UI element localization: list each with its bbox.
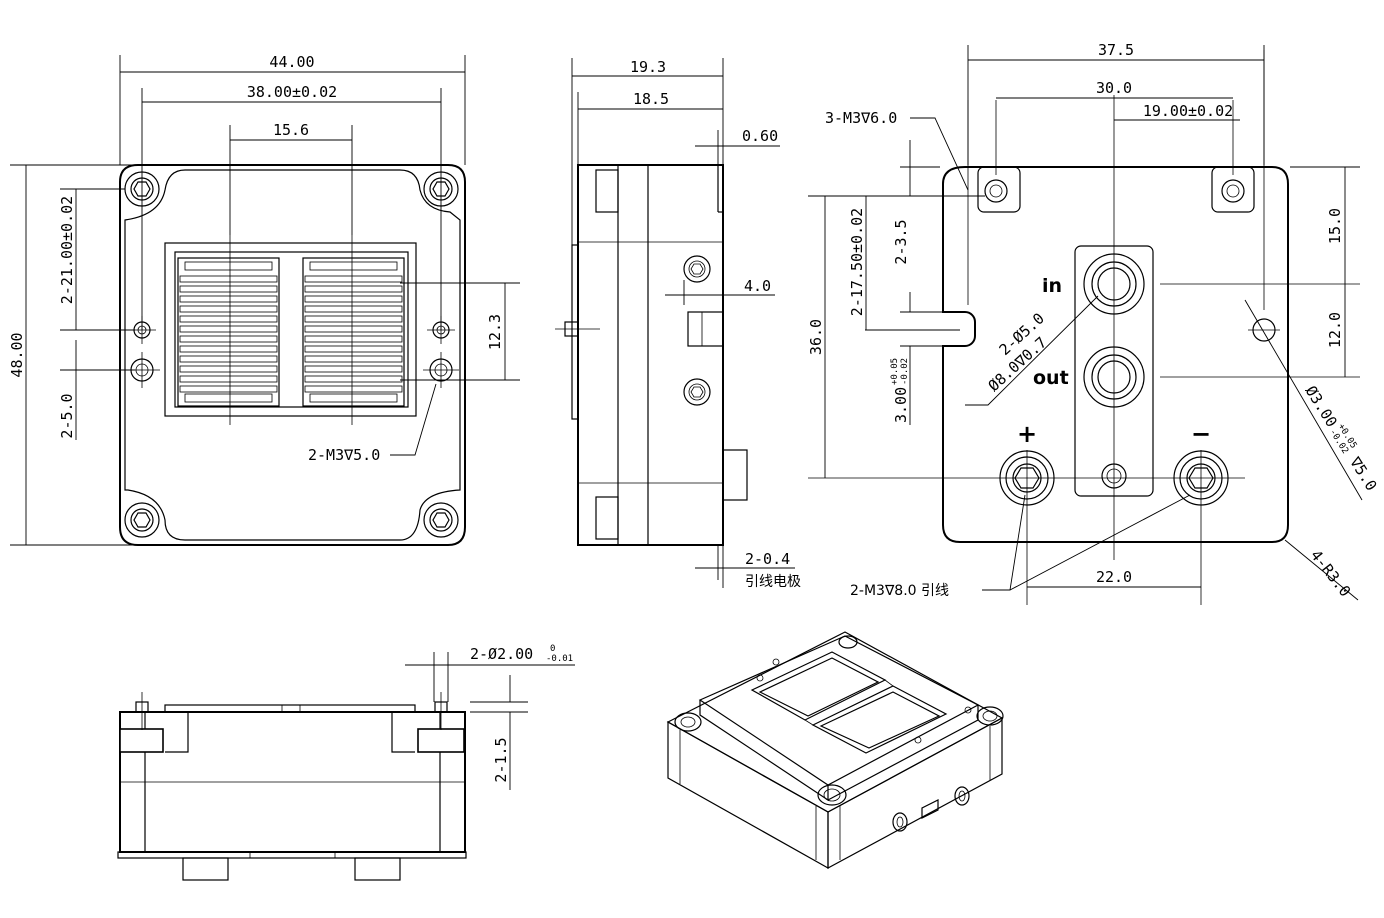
front-window-height-dim: 12.3 [486,314,504,350]
rear-top-offset-dim: 15.0 [1326,208,1344,244]
side-body-depth-dim: 18.5 [633,90,669,108]
fin-slat [304,325,403,333]
front-view: 44.00 38.00±0.02 15.6 48.00 2-21.00±0.02… [8,53,520,546]
rear-pin-dia-dim: 3.00 [892,387,910,423]
side-port-screw [683,255,711,283]
front-hole-pitch-dim: 38.00±0.02 [247,83,337,101]
iso-left-face [667,720,829,870]
front-height-dim: 48.00 [8,332,26,377]
bottom-pin-height-dim: 2-1.5 [492,737,510,782]
rear-pin-note-depth: ∇5.0 [1346,453,1381,494]
rear-corner-radius-dim: 4-R3.0 [1307,546,1355,600]
front-hole-vertical-dim: 2-21.00±0.02 [58,196,76,304]
bottom-pin-tol-lower: -0.01 [546,654,573,664]
in-label: in [1042,275,1062,297]
fin-slat [179,355,278,363]
bottom-terminal [354,857,401,881]
rear-vertical-a-dim: 2-3.5 [892,219,910,264]
out-label: out [1033,367,1069,389]
fin-slat [179,325,278,333]
rear-hole-pitch-dim: 30.0 [1096,79,1132,97]
front-corner-screw [423,502,459,538]
bottom-pin-dia-dim: 2-Ø2.00 [470,645,533,663]
fin-slat [179,305,278,313]
plus-label: + [1017,420,1037,448]
fin-slat [304,355,403,363]
fin-slat [304,385,403,393]
fin-slat [179,365,278,373]
rear-port-pitch-dim: 12.0 [1326,312,1344,348]
fin-slat [179,345,278,353]
rear-pin-tol-lower: -0.02 [900,358,910,385]
fin-slat [304,335,403,343]
bottom-pin-tol-upper: 0 [550,644,555,654]
minus-label: − [1191,420,1211,448]
front-width-dim: 44.00 [269,53,314,71]
rear-vertical-b-dim: 2-17.50±0.02 [848,208,866,316]
bottom-terminal [182,857,229,881]
isometric-view [666,631,1004,870]
rear-overall-height-dim: 36.0 [807,319,825,355]
fin-slat [304,345,403,353]
fin-slat [304,305,403,313]
front-corner-screw [124,502,160,538]
fin-slat [304,295,403,303]
side-port-offset-dim: 4.0 [744,277,771,295]
fin-slat [179,315,278,323]
rear-pin-tol-upper: +0.05 [890,358,900,385]
fin-slat [304,285,403,293]
rear-terminal-pitch-dim: 22.0 [1096,568,1132,586]
rear-port-offset-dim: 19.00±0.02 [1143,102,1233,120]
rear-width-dim: 37.5 [1098,41,1134,59]
fin-slat [304,365,403,373]
fin-slat [304,315,403,323]
bottom-pin-block [119,728,164,753]
front-window-pitch-dim: 15.6 [273,121,309,139]
rear-top-thread-note: 3-M3∇6.0 [825,109,897,127]
fin-slat [304,375,403,383]
front-thread-note: 2-M3∇5.0 [308,446,380,464]
side-view: 19.3 18.5 0.60 4.0 2-0.4 引线电极 [555,58,801,590]
fin-slat [179,295,278,303]
right-fin-group [302,257,405,407]
side-overall-depth-dim: 19.3 [630,58,666,76]
fin-slat [179,285,278,293]
side-electrode-thickness-dim: 2-0.4 [745,550,790,568]
left-fin-group [177,257,280,407]
fin-slat [179,375,278,383]
rear-mount-hole [984,179,1008,203]
fin-slat [304,275,403,283]
side-port-screw [683,378,711,406]
rear-mount-hole [1221,179,1245,203]
fin-slat [179,335,278,343]
rear-terminal-thread-note: 2-M3∇8.0 引线 [850,583,949,599]
fin-slat [179,275,278,283]
rear-view: in out + − 37.5 30.0 19.00±0.02 3-M3∇6.0… [807,41,1381,605]
bottom-pin-block [417,728,465,753]
side-electrode-label: 引线电极 [745,574,801,590]
front-hole-offset-dim: 2-5.0 [58,393,76,438]
side-plate-thickness-dim: 0.60 [742,127,778,145]
fin-slat [179,385,278,393]
iso-window [811,685,948,754]
bottom-view: 2-Ø2.00 0 -0.01 2-1.5 [117,644,575,881]
